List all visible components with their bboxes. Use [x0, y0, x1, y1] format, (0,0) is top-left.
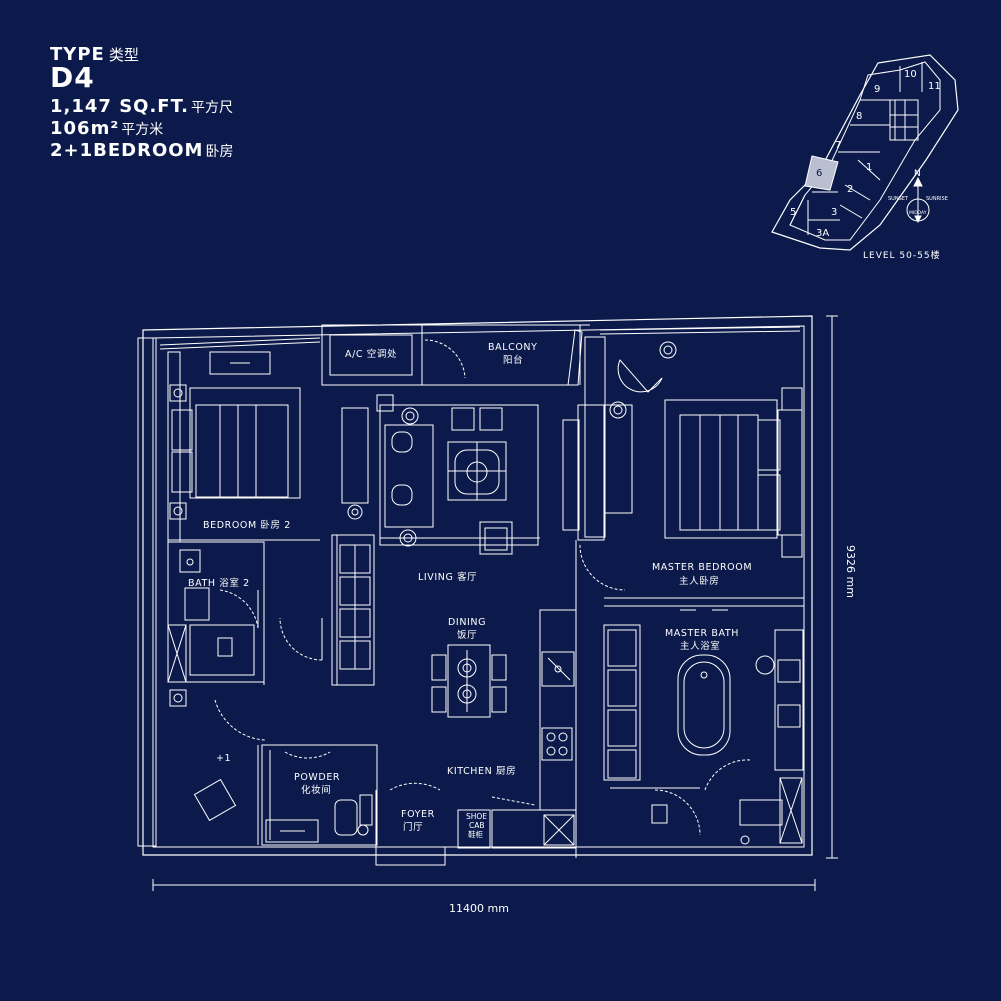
label-ac: A/C 空调处: [345, 348, 397, 360]
compass-sunrise: SUNRISE: [926, 196, 948, 202]
unit-code: D4: [50, 61, 95, 94]
bedroom-2-linework: [167, 351, 375, 686]
bath-2-linework: [167, 541, 266, 741]
area-sqft-cn: 平方尺: [190, 100, 233, 116]
label-plus-one: +1: [216, 753, 231, 764]
label-master-bath: MASTER BATH: [665, 628, 739, 639]
keyplan-labels: 10 11 9 8 7 1 6 2 5 3 3A N SUNSET SUNRIS…: [790, 69, 948, 261]
label-master-bedroom-cn: 主人卧房: [679, 575, 719, 587]
keyplan-unit-9: 9: [874, 84, 880, 95]
keyplan-unit-6: 6: [816, 168, 822, 179]
keyplan-unit-11: 11: [928, 81, 941, 92]
area-sqm: 106m²: [50, 118, 120, 139]
label-powder: POWDER: [294, 772, 340, 783]
label-balcony: BALCONY: [488, 342, 538, 353]
label-living: LIVING 客厅: [418, 571, 477, 583]
balcony-linework: [321, 324, 606, 538]
dimension-width: 11400 mm: [449, 902, 509, 915]
area-sqft: 1,147 SQ.FT.: [50, 96, 189, 117]
label-bath-2: BATH 浴室 2: [188, 577, 250, 589]
label-dining-cn: 饭厅: [457, 629, 477, 641]
keyplan-unit-3: 3: [831, 207, 837, 218]
room-labels: A/C 空调处 BALCONY 阳台 BEDROOM 卧房 2 BATH 浴室 …: [188, 342, 752, 839]
master-bath-linework: [603, 624, 804, 845]
label-bedroom-2: BEDROOM 卧房 2: [203, 519, 291, 531]
keyplan-unit-1: 1: [866, 162, 872, 173]
type-label-cn: 类型: [108, 46, 139, 64]
bedrooms: 2+1BEDROOM: [50, 140, 204, 161]
bedrooms-cn: 卧房: [205, 144, 234, 160]
compass-north: N: [914, 169, 921, 179]
compass-midday: MIDDAY: [909, 210, 927, 216]
dimension-lines: [152, 315, 838, 891]
label-master-bedroom: MASTER BEDROOM: [652, 562, 752, 573]
compass-sunset: SUNSET: [888, 196, 909, 202]
master-bedroom-linework: [603, 341, 804, 611]
label-shoe-cn: 鞋柜: [468, 829, 483, 839]
keyplan-unit-3a: 3A: [816, 228, 829, 239]
area-sqm-cn: 平方米: [121, 122, 164, 138]
plan-linework: [137, 54, 959, 891]
keyplan-unit-5: 5: [790, 207, 796, 218]
study-linework: [169, 689, 259, 845]
key-plan: [771, 54, 959, 251]
label-kitchen: KITCHEN 厨房: [447, 765, 516, 777]
powder-linework: [261, 744, 378, 846]
label-balcony-cn: 阳台: [503, 354, 523, 366]
outer-walls: [137, 315, 813, 866]
type-label: TYPE: [50, 44, 105, 65]
living-linework: [376, 394, 626, 858]
keyplan-unit-10: 10: [904, 69, 917, 80]
keyplan-unit-7: 7: [835, 140, 841, 151]
dining-linework: [431, 644, 507, 718]
label-shoe: SHOE: [466, 812, 487, 821]
label-foyer-cn: 门厅: [403, 821, 423, 833]
label-cab: CAB: [469, 821, 485, 830]
label-master-bath-cn: 主人浴室: [680, 640, 720, 652]
kitchen-linework: [375, 609, 577, 849]
label-powder-cn: 化妆间: [301, 784, 331, 796]
label-foyer: FOYER: [401, 809, 435, 820]
keyplan-unit-8: 8: [856, 111, 862, 122]
area-sqft-row: 1,147 SQ.FT.平方尺: [50, 98, 233, 116]
label-dining: DINING: [448, 617, 486, 628]
keyplan-level: LEVEL 50-55楼: [863, 249, 941, 261]
keyplan-unit-2: 2: [847, 184, 853, 195]
window-strips: [159, 326, 801, 350]
dimension-height: 9326 mm: [844, 545, 857, 598]
